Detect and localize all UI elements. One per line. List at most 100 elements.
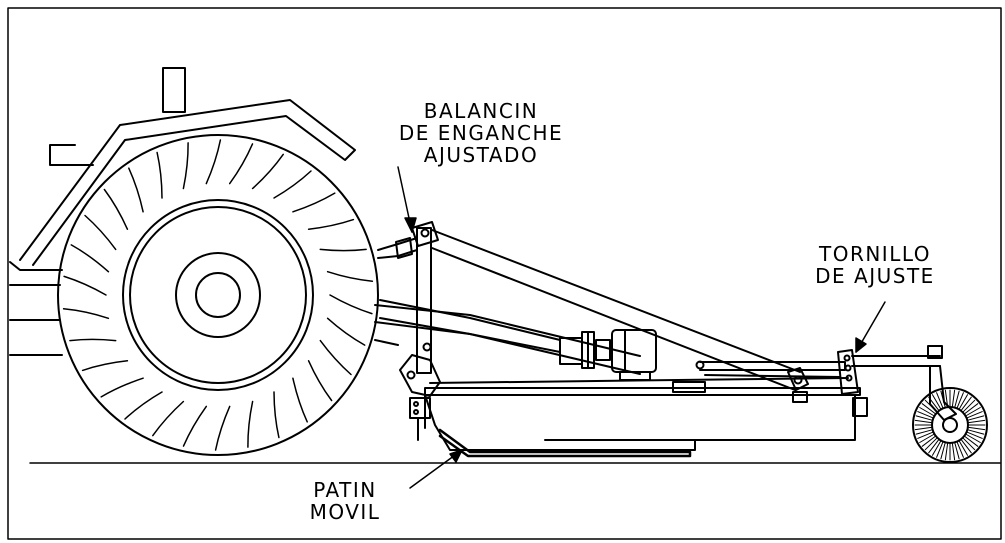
wheel-spoke <box>932 394 942 410</box>
tire-tread <box>152 400 185 437</box>
wheel-spoke <box>936 441 944 458</box>
tire-tread <box>329 294 373 315</box>
wheel-post-top <box>927 345 943 359</box>
tire-tread <box>273 391 280 439</box>
wheel-spoke <box>932 440 942 456</box>
wheel-spoke <box>936 392 944 409</box>
wheel-fork <box>929 365 957 421</box>
deck-top <box>424 387 861 396</box>
wheel-spoke <box>928 396 940 412</box>
arrow-balancin <box>404 217 417 233</box>
tire-tread <box>251 153 284 190</box>
tire-tread <box>228 143 254 185</box>
label-tornillo: TORNILLO DE AJUSTE <box>780 243 970 287</box>
wheel-spoke <box>924 437 938 451</box>
tire-tread <box>84 214 117 251</box>
wheel-spoke <box>954 441 960 460</box>
wheel-spoke <box>951 389 956 408</box>
tire-tread <box>156 151 163 199</box>
wheel-spoke <box>963 403 979 415</box>
tire-tread <box>62 308 110 320</box>
wheel-spoke <box>963 435 979 447</box>
tire-tread <box>307 218 355 230</box>
tire-tread <box>182 405 208 447</box>
label-line: MOVIL <box>309 500 381 524</box>
deck-line <box>429 377 849 384</box>
wheel-spoke <box>966 411 983 419</box>
wheel-spoke <box>944 442 949 461</box>
lower-arm <box>374 304 641 357</box>
mower-deck <box>409 360 868 451</box>
wheel-spoke <box>915 429 934 435</box>
tractor-rim-outer <box>122 199 314 391</box>
tire-tread <box>124 391 163 420</box>
link-end <box>395 237 413 259</box>
label-line: TORNILLO <box>818 242 932 266</box>
wheel-spoke <box>917 411 934 419</box>
label-line: AJUSTADO <box>423 143 539 167</box>
wheel-spoke <box>967 419 986 424</box>
tire-tread <box>292 377 308 423</box>
wheel-spoke <box>921 435 937 447</box>
tractor-rim-inner <box>129 206 307 384</box>
tire-tread <box>273 170 312 199</box>
adjust-hole <box>843 354 851 362</box>
tail-wheel-assembly <box>837 345 988 463</box>
bolt <box>413 409 419 415</box>
tire-tread <box>128 167 144 213</box>
pin <box>695 360 705 370</box>
frame-border <box>7 7 1002 540</box>
label-line: BALANCIN <box>423 99 539 123</box>
fender <box>19 99 356 266</box>
tire-tread <box>214 405 231 451</box>
tractor-tire <box>57 134 379 456</box>
arrow-patin <box>449 449 463 463</box>
rear-frame <box>699 361 846 371</box>
hitch-lower-plate <box>399 354 441 397</box>
wheel-spoke <box>956 441 964 458</box>
tractor-hub-center <box>195 272 241 318</box>
front-bar <box>49 144 94 166</box>
label-balancin: BALANCIN DE ENGANCHE AJUSTADO <box>386 100 576 166</box>
tire-tread <box>319 339 352 376</box>
wheel-spoke <box>915 415 934 421</box>
wheel-spokes <box>914 389 986 461</box>
wheel-spoke <box>958 440 968 456</box>
pto-shaft <box>379 317 561 353</box>
hitch-top-plate <box>411 221 439 247</box>
deck-bracket <box>792 391 808 403</box>
label-line: DE ENGANCHE <box>398 121 564 145</box>
wheel-spoke <box>967 426 986 431</box>
pin <box>422 342 432 352</box>
wheel-spoke <box>917 431 934 439</box>
wheel-spoke <box>924 399 938 413</box>
wheel-spoke <box>928 438 940 454</box>
wheel-spoke <box>965 407 981 417</box>
tractor <box>9 67 379 456</box>
label-line: DE AJUSTE <box>815 264 935 288</box>
tire-tread <box>326 317 366 346</box>
rear-frame-lower <box>704 374 841 378</box>
wheel-spoke <box>914 419 933 424</box>
deck-front-plate <box>409 397 431 419</box>
wheel-spoke <box>921 403 937 415</box>
tail-wheel-rim <box>931 406 969 444</box>
tire-tread <box>182 142 189 190</box>
tire-tread <box>205 139 222 185</box>
adjust-hole <box>844 364 852 372</box>
wheel-spoke <box>951 442 956 461</box>
pin <box>406 370 416 380</box>
wheel-spoke <box>954 390 960 409</box>
tractor-hub <box>175 252 261 338</box>
wheel-spoke <box>960 438 972 454</box>
label-patin: PATIN MOVIL <box>280 479 410 523</box>
adjust-bracket <box>837 349 859 395</box>
adjust-hole <box>845 374 853 382</box>
lower-arm-short <box>374 339 399 346</box>
tire-tread <box>103 188 129 230</box>
wheel-spoke <box>960 396 972 412</box>
lower-arm <box>374 321 641 375</box>
wheel-spoke <box>962 399 976 413</box>
wheel-spoke <box>940 441 946 460</box>
